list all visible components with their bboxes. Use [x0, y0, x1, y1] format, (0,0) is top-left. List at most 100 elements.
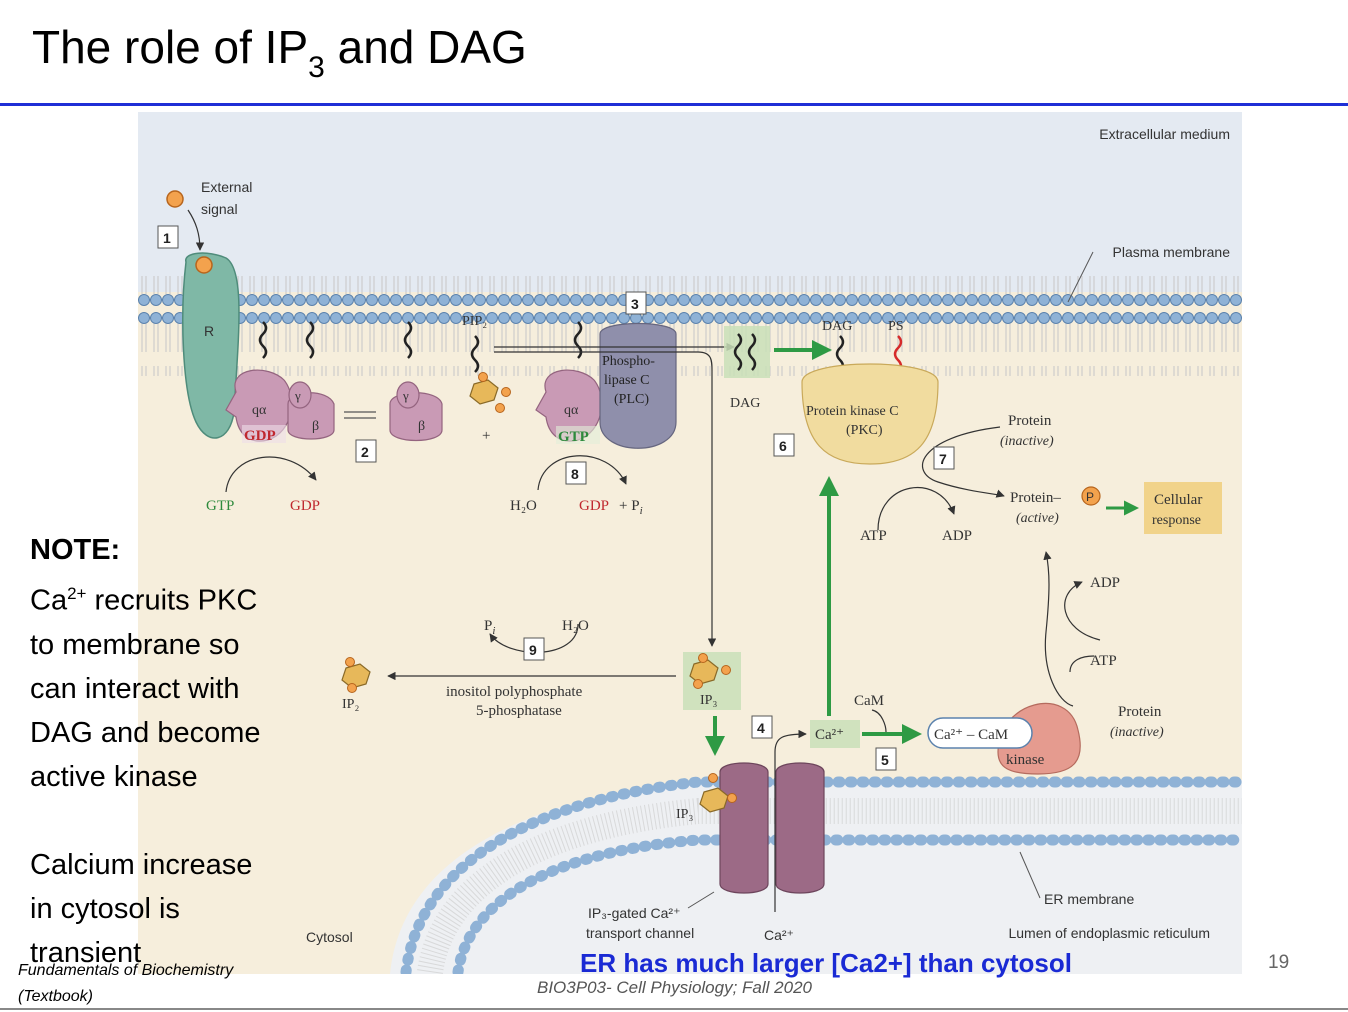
lumen-label: Lumen of endoplasmic reticulum: [1008, 925, 1210, 941]
g-alpha-label-2: qα: [564, 403, 579, 418]
receptor-label: R: [204, 323, 214, 339]
ip3-gated-channel: [719, 762, 825, 894]
er-membrane-label: ER membrane: [1044, 891, 1134, 907]
cellular-response-box: [1144, 482, 1222, 534]
svg-text:6: 6: [779, 438, 787, 454]
dag-label-2: DAG: [822, 319, 852, 334]
note-line-4: DAG and become: [30, 716, 261, 749]
course-footer: BIO3P03- Cell Physiology; Fall 2020: [537, 978, 812, 997]
plc-label-1: Phospho-: [602, 354, 655, 369]
svg-text:7: 7: [939, 451, 947, 467]
plc-label-3: (PLC): [614, 392, 649, 407]
step-9-badge: 9: [523, 637, 545, 661]
cellular-response-label-2: response: [1152, 513, 1201, 528]
phosphate-icon: [1081, 486, 1101, 506]
pip2-label: PIP₂: [462, 314, 487, 329]
note-heading: NOTE:: [30, 534, 121, 566]
ip3-label-2: IP₃: [676, 807, 693, 822]
highlight-caption: ER has much larger [Ca2+] than cytosol: [580, 948, 1072, 978]
step-2-badge: 2: [355, 439, 377, 463]
adp-label-1: ADP: [942, 528, 972, 544]
svg-text:2: 2: [361, 444, 369, 460]
svg-text:9: 9: [529, 642, 537, 658]
note-line-2: to membrane so: [30, 628, 240, 661]
ip2-label: IP₂: [342, 697, 359, 712]
phosphate-label: P: [1086, 490, 1094, 504]
inositol-head-bound: [699, 787, 729, 813]
title-main: The role of IP: [32, 21, 309, 73]
step-1-badge: 1: [157, 225, 179, 249]
protein-inactive-label-2: (inactive): [1000, 434, 1054, 449]
ca-cam-complex: [927, 717, 1033, 749]
atp-label-2: ATP: [1090, 653, 1117, 669]
external-signal-label-1: External: [201, 179, 252, 195]
extracellular-region: [138, 112, 1242, 292]
plc-enzyme: [599, 322, 677, 449]
ca-cam-label: Ca²⁺ – CaM: [934, 727, 1008, 743]
g-gamma-1: [288, 381, 312, 409]
step-7-badge: 7: [933, 446, 955, 470]
protein-active-label-2: (active): [1016, 511, 1059, 526]
note-line-5: active kinase: [30, 760, 198, 793]
title-subscript: 3: [308, 51, 325, 84]
g-gamma-label-1: γ: [294, 388, 301, 403]
citation-line-2: (Textbook): [18, 988, 93, 1005]
pkc-enzyme: [801, 363, 939, 465]
g-gamma-label-2: γ: [402, 388, 409, 403]
plus-sign: +: [482, 428, 490, 444]
pkc-label-1: Protein kinase C: [806, 404, 899, 419]
ps-label: PS: [888, 319, 904, 334]
pi-label: Pi: [484, 618, 495, 637]
plasma-membrane-label: Plasma membrane: [1113, 244, 1231, 260]
cam-label: CaM: [854, 693, 884, 709]
step-6-badge: 6: [773, 433, 795, 457]
g-beta-label-1: β: [312, 419, 319, 434]
citation: Fundamentals of Biochemistry (Textbook): [18, 958, 233, 1010]
note-line-8: transient: [30, 936, 142, 969]
gdp-label-2: GDP: [579, 498, 609, 514]
er-membrane-inner: [452, 834, 1242, 974]
external-signal-ligand: [166, 190, 184, 208]
extracellular-label: Extracellular medium: [1099, 126, 1230, 142]
title-rule: [0, 103, 1348, 106]
adp-label-2: ADP: [1090, 575, 1120, 591]
page-number: 19: [1268, 952, 1290, 973]
svg-text:5: 5: [881, 752, 889, 768]
protein-inactive-label-1: Protein: [1008, 413, 1052, 429]
step-5-badge: 5: [875, 747, 897, 771]
g-alpha-label-1: qα: [252, 403, 267, 418]
phosphatase-label-1: inositol polyphosphate: [446, 684, 583, 700]
atp-label-1: ATP: [860, 528, 887, 544]
note-box: NOTE: Ca2+ recruits PKC to membrane so c…: [30, 528, 290, 975]
kinase-label: kinase: [1006, 752, 1045, 768]
plasma-membrane: [138, 276, 1242, 376]
cytosol-label: Cytosol: [306, 929, 353, 945]
bound-ligand: [195, 256, 213, 274]
g-beta-label-2: β: [418, 419, 425, 434]
dag-label-1: DAG: [730, 396, 760, 411]
note-line-1: Ca2+ recruits PKC: [30, 584, 258, 617]
ca-label-cytosol: Ca²⁺: [815, 727, 844, 743]
gtp-label-alpha: GTP: [558, 429, 589, 445]
svg-text:4: 4: [757, 720, 765, 736]
plc-label-2: lipase C: [604, 373, 650, 388]
inositol-head-ip2: [341, 663, 371, 689]
gdp-label-alpha: GDP: [244, 428, 276, 444]
step-4-badge: 4: [751, 715, 773, 739]
svg-text:8: 8: [571, 466, 579, 482]
note-spacer: [30, 799, 290, 843]
slide-title: The role of IP3 and DAG: [32, 20, 527, 84]
dag-highlight: [724, 326, 770, 378]
protein-inactive-label-3: Protein: [1118, 704, 1162, 720]
svg-text:3: 3: [631, 296, 639, 312]
gdp-pi-label: + Pi: [619, 498, 643, 517]
footer-rule: [0, 1008, 1348, 1010]
note-line-6: Calcium increase: [30, 848, 253, 881]
channel-label-1: IP₃-gated Ca²⁺: [588, 905, 680, 921]
h2o-label-1: H₂O: [510, 498, 537, 514]
ca-highlight: [810, 720, 860, 748]
phosphatase-label-2: 5-phosphatase: [476, 703, 562, 719]
note-line-7: in cytosol is: [30, 892, 180, 925]
protein-inactive-label-4: (inactive): [1110, 725, 1164, 740]
ip3-dag-pathway-diagram: Extracellular medium Plasma membrane Ext…: [138, 112, 1242, 974]
